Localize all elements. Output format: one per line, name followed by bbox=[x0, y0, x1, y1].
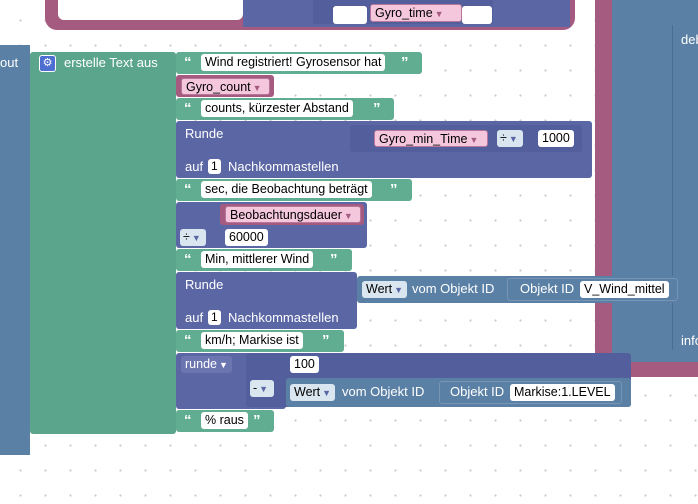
chevron-down-icon: ▼ bbox=[508, 134, 518, 144]
text-field-counts[interactable]: counts, kürzester Abstand bbox=[201, 100, 353, 117]
quote-close-icon: ” bbox=[373, 100, 381, 117]
wert-dropdown[interactable]: Wert▼ bbox=[362, 281, 408, 298]
digits-field[interactable]: 1 bbox=[208, 159, 221, 174]
chevron-down-icon: ▼ bbox=[191, 233, 201, 243]
chevron-down-icon: ▼ bbox=[343, 211, 353, 221]
chevron-down-icon: ▼ bbox=[434, 9, 444, 19]
round-suffix-nachkommastellen: Nachkommastellen bbox=[228, 159, 339, 174]
quote-open-icon: “ bbox=[184, 332, 192, 349]
variable-field-gyro-min-time[interactable]: Gyro_min_Time▼ bbox=[374, 130, 488, 147]
wert-dropdown[interactable]: Wert▼ bbox=[290, 384, 336, 401]
quote-close-icon: ” bbox=[253, 412, 261, 429]
text-field-min-mittlerer-wind[interactable]: Min, mittlerer Wind bbox=[201, 251, 314, 268]
variable-field-gyro-count[interactable]: Gyro_count▼ bbox=[181, 78, 270, 95]
operator-dropdown-divide[interactable]: ÷▼ bbox=[180, 229, 206, 246]
text-field-wind-registriert[interactable]: Wind registriert! Gyrosensor hat bbox=[201, 54, 386, 71]
quote-close-icon: ” bbox=[390, 181, 398, 198]
background-white-gap bbox=[58, 0, 243, 20]
vom-objekt-id-label: vom Objekt ID bbox=[342, 384, 425, 399]
number-field-1000[interactable]: 1000 bbox=[538, 130, 574, 147]
vom-objekt-id-label: vom Objekt ID bbox=[412, 281, 495, 296]
round-prefix-auf: auf bbox=[185, 310, 204, 325]
background-left-block[interactable] bbox=[0, 45, 30, 455]
quote-close-icon: ” bbox=[322, 332, 330, 349]
create-text-block[interactable] bbox=[30, 52, 176, 434]
quote-open-icon: “ bbox=[184, 54, 192, 71]
text-field-km-h-markise[interactable]: km/h; Markise ist bbox=[201, 332, 303, 349]
object-id-field-markise-level[interactable]: Markise:1.LEVEL bbox=[510, 384, 615, 401]
chevron-down-icon: ▼ bbox=[259, 384, 269, 394]
objekt-id-label: Objekt ID bbox=[450, 384, 505, 399]
round-prefix-auf: auf bbox=[185, 159, 204, 174]
gyro-time-variable[interactable]: Gyro_time▼ bbox=[370, 4, 462, 22]
operator-dropdown-divide[interactable]: ÷▼ bbox=[497, 130, 523, 147]
round-suffix-nachkommastellen: Nachkommastellen bbox=[228, 310, 339, 325]
round-label: Runde bbox=[185, 126, 224, 141]
quote-close-icon: ” bbox=[401, 54, 409, 71]
operator-dropdown-minus[interactable]: -▼ bbox=[250, 380, 274, 397]
chevron-down-icon: ▼ bbox=[218, 360, 228, 370]
round-label: Runde bbox=[185, 277, 224, 292]
debug-label: deb bbox=[681, 32, 698, 47]
quote-open-icon: “ bbox=[184, 412, 192, 429]
text-field-sec-beobachtung[interactable]: sec, die Beobachtung beträgt bbox=[201, 181, 372, 198]
quote-open-icon: “ bbox=[184, 181, 192, 198]
quote-close-icon: ” bbox=[330, 251, 338, 268]
chevron-down-icon: ▼ bbox=[252, 83, 262, 93]
number-field-100[interactable]: 100 bbox=[290, 356, 319, 373]
chevron-down-icon: ▼ bbox=[394, 285, 404, 295]
gear-icon[interactable]: ⚙ bbox=[39, 55, 56, 72]
number-field-60000[interactable]: 60000 bbox=[225, 229, 268, 246]
out-label: out bbox=[0, 55, 19, 70]
quote-open-icon: “ bbox=[184, 100, 192, 117]
chevron-down-icon: ▼ bbox=[322, 388, 332, 398]
digits-field[interactable]: 1 bbox=[208, 310, 221, 325]
background-white-field[interactable] bbox=[462, 6, 492, 24]
text-field-prozent-raus[interactable]: % raus bbox=[201, 412, 248, 429]
round-block-2[interactable] bbox=[176, 272, 357, 329]
objekt-id-label: Objekt ID bbox=[520, 281, 575, 296]
object-id-field-wind-mittel[interactable]: V_Wind_mittel bbox=[580, 281, 669, 298]
chevron-down-icon: ▼ bbox=[469, 135, 479, 145]
create-text-label: erstelle Text aus bbox=[64, 55, 158, 70]
variable-field-beobachtungsdauer[interactable]: Beobachtungsdauer▼ bbox=[225, 206, 361, 223]
runde-dropdown[interactable]: runde▼ bbox=[181, 356, 232, 373]
quote-open-icon: “ bbox=[184, 251, 192, 268]
background-number-field[interactable] bbox=[333, 6, 367, 24]
